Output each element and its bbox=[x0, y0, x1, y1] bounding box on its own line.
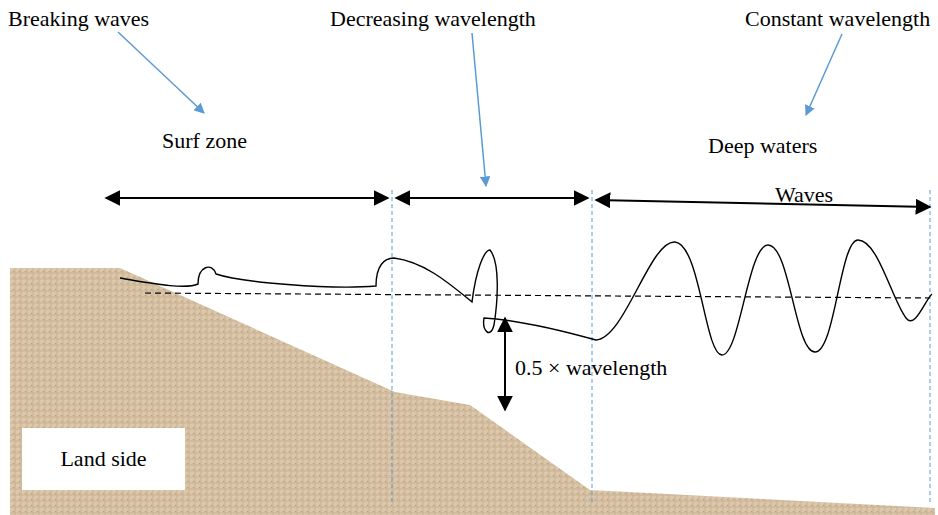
leader-arrow bbox=[806, 34, 842, 115]
callout-text: Constant wavelength bbox=[745, 6, 930, 31]
leader-arrow bbox=[472, 33, 486, 186]
region-label: Land side bbox=[60, 446, 146, 472]
callout-text: Decreasing wavelength bbox=[330, 6, 536, 31]
zone-divider bbox=[592, 190, 593, 505]
leader-arrow bbox=[118, 32, 204, 113]
zone-divider bbox=[930, 190, 931, 505]
zone-label: Deep waters bbox=[708, 133, 817, 158]
wave-profile bbox=[120, 240, 932, 355]
span-arrow bbox=[106, 197, 388, 199]
dimension-label: 0.5 × wavelength bbox=[515, 355, 667, 380]
wave-label: Waves bbox=[775, 182, 833, 207]
zone-divider bbox=[392, 190, 393, 505]
land-label-box: Land side bbox=[22, 428, 185, 490]
seabed bbox=[10, 268, 935, 515]
zone-label: Surf zone bbox=[162, 128, 247, 153]
depth-arrow bbox=[504, 318, 506, 410]
span-arrow bbox=[396, 197, 588, 199]
span-arrow bbox=[596, 200, 930, 207]
callout-text: Breaking waves bbox=[8, 6, 149, 31]
still-water-line bbox=[145, 293, 930, 298]
